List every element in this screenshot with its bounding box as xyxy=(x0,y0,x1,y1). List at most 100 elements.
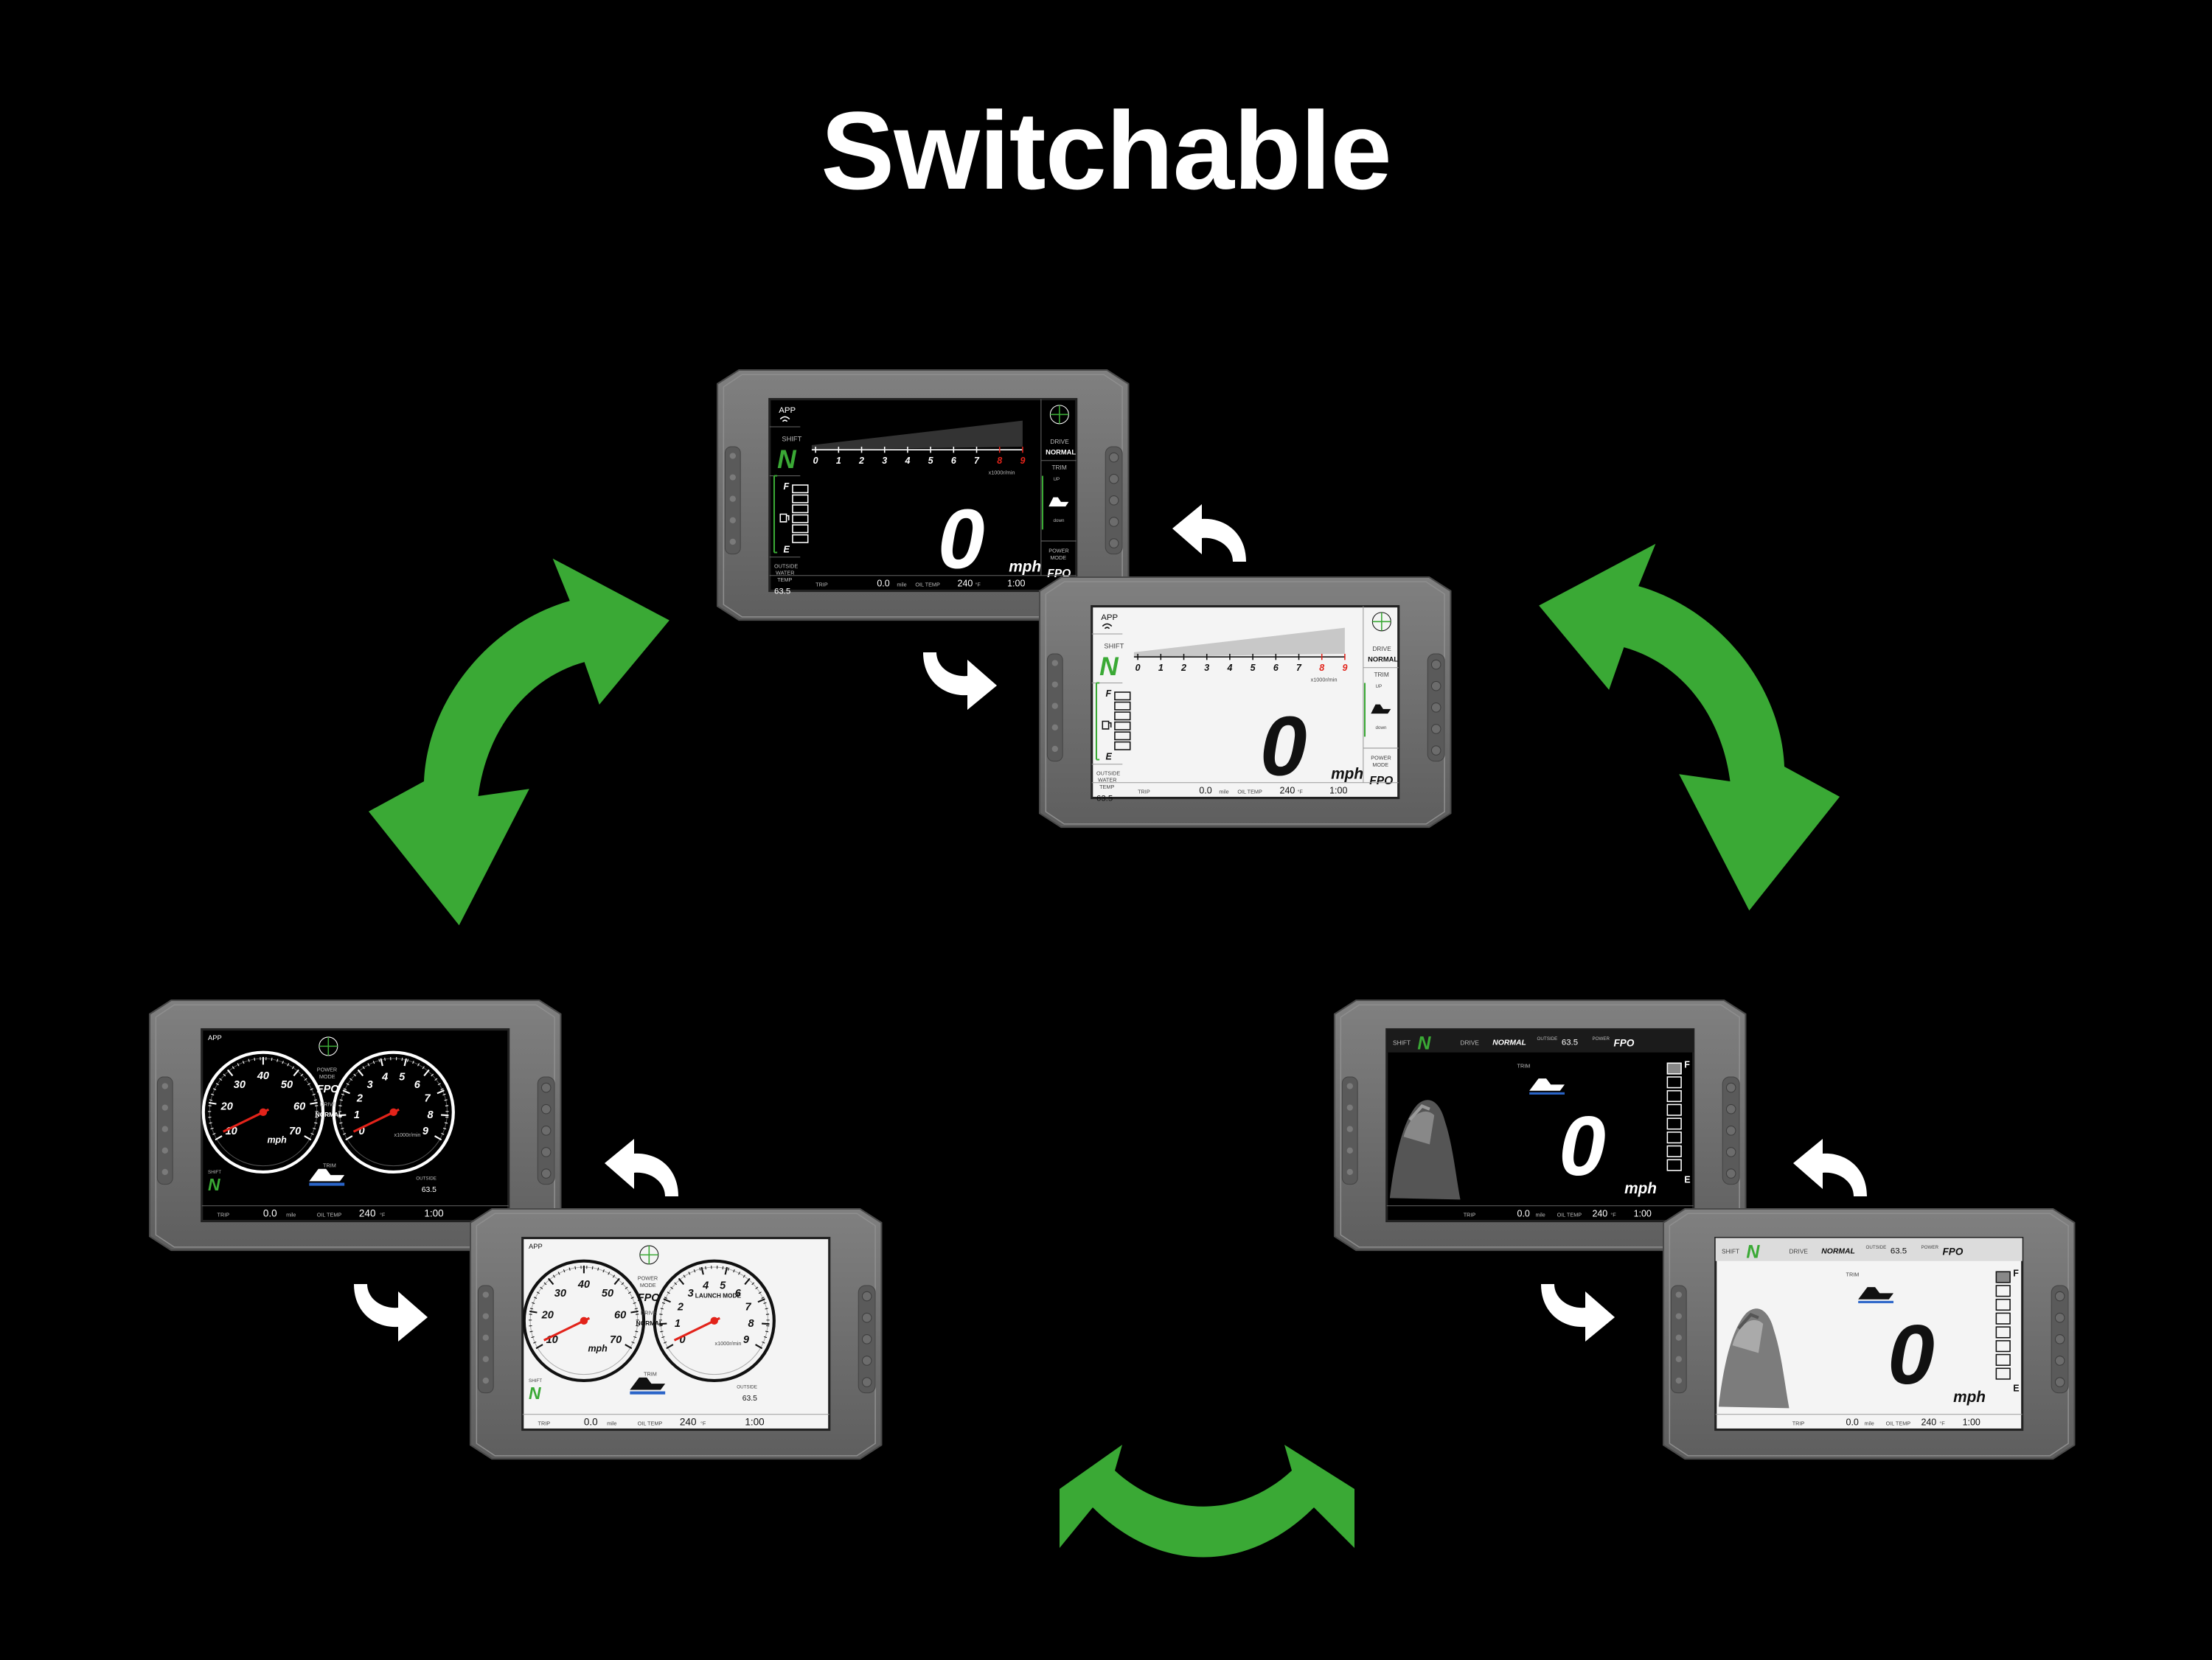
side-button xyxy=(1430,680,1441,691)
app-label: APP xyxy=(208,1034,222,1042)
dial-tick-label: 5 xyxy=(399,1071,406,1083)
dial-tick-label: 7 xyxy=(425,1092,431,1104)
screen-background xyxy=(521,1236,831,1431)
svg-text:UP: UP xyxy=(1376,684,1382,689)
trip-value: 0.0 xyxy=(584,1416,598,1427)
side-button xyxy=(1108,452,1119,463)
rpm-tick-label: 5 xyxy=(1251,663,1256,673)
screen-background xyxy=(1091,604,1400,800)
dial-tick-label: 7 xyxy=(745,1301,752,1313)
drive-label: DRIVE xyxy=(641,1310,657,1317)
watercraft-image xyxy=(1389,1100,1461,1200)
top-status-strip xyxy=(1386,1029,1694,1053)
curved-arrow-icon xyxy=(923,652,997,710)
rpm-bar xyxy=(811,420,1023,450)
dial-tick xyxy=(762,1322,770,1325)
handlebar xyxy=(1737,1313,1759,1330)
drive-label: DRIVE xyxy=(1790,1247,1809,1255)
gear-indicator: N xyxy=(777,445,797,474)
dial-tick xyxy=(338,1114,347,1117)
speed-unit: mph xyxy=(588,1343,608,1353)
side-button xyxy=(540,1103,552,1115)
rpm-tick-label: 2 xyxy=(1180,663,1186,673)
side-button xyxy=(2054,1334,2065,1345)
water-temp-value: 63.5 xyxy=(742,1395,757,1403)
dial-tick-label: 20 xyxy=(220,1101,233,1112)
dial-tick xyxy=(441,1114,449,1117)
rpm-tick-label: 6 xyxy=(1273,663,1279,673)
svg-text:MODE: MODE xyxy=(640,1282,656,1288)
fuel-icon xyxy=(1675,1313,1682,1319)
oil-temp-value: 240 xyxy=(1921,1417,1936,1427)
warning-icon xyxy=(1051,745,1058,753)
fuel-pump-icon xyxy=(1102,720,1112,730)
speed-unit: mph xyxy=(1331,766,1363,783)
power-mode-value: FPO xyxy=(317,1084,340,1095)
battery-icon xyxy=(1346,1126,1353,1132)
fuel-empty-label: E xyxy=(1105,752,1112,762)
dial-tick-label: 30 xyxy=(234,1079,246,1091)
trip-label: TRIP xyxy=(1138,788,1150,795)
fuel-bar-segment xyxy=(1114,691,1131,701)
watercraft-image xyxy=(1718,1308,1790,1409)
drive-mode-value: NORMAL xyxy=(316,1111,342,1118)
trip-value: 0.0 xyxy=(1517,1208,1530,1218)
drive-label: DRIVE xyxy=(1372,645,1391,652)
dial-tick xyxy=(658,1322,667,1325)
side-button xyxy=(1430,745,1441,756)
dial-tick-label: 8 xyxy=(748,1318,755,1330)
toggle-arrow-up-left xyxy=(605,1139,678,1196)
dial-tick-label: 2 xyxy=(677,1301,684,1313)
water-temp-value: 63.5 xyxy=(422,1186,437,1194)
dial-tick xyxy=(380,1058,383,1067)
fuel-bar-segment xyxy=(1995,1353,2011,1366)
wrench-icon xyxy=(1051,724,1058,730)
rpm-tick-label: 0 xyxy=(813,456,818,466)
speed-unit: mph xyxy=(1624,1180,1657,1197)
rpm-tick-label: 9 xyxy=(1020,456,1025,466)
cycle-arrow-right xyxy=(1539,543,1840,911)
lock-icon xyxy=(1346,1083,1353,1089)
watercraft-icon xyxy=(1529,1078,1565,1091)
toggle-arrow-down-left xyxy=(354,1284,428,1342)
fuel-icon xyxy=(482,1313,489,1319)
svg-text:MODE: MODE xyxy=(1050,554,1066,561)
battery-icon xyxy=(482,1334,489,1341)
watercraft-icon xyxy=(1048,497,1069,507)
water-temp-label: OUTSIDE xyxy=(416,1176,437,1181)
side-button xyxy=(2054,1377,2065,1387)
side-button xyxy=(2054,1312,2065,1323)
water-temp-label: OUTSIDE xyxy=(737,1384,757,1389)
side-button xyxy=(1430,702,1441,713)
power-mode-label: POWER xyxy=(1921,1245,1938,1250)
side-button xyxy=(1725,1168,1736,1179)
oil-temp-unit: °F xyxy=(700,1420,706,1426)
cycle-arrow-left xyxy=(368,558,669,926)
fuel-bar-segment xyxy=(1995,1367,2011,1380)
launch-mode-label: LAUNCH MODE xyxy=(695,1292,742,1300)
battery-icon xyxy=(1675,1334,1682,1341)
dial-tick-label: 2 xyxy=(356,1092,363,1104)
speed-dial xyxy=(201,1050,325,1174)
app-label: APP xyxy=(529,1243,543,1250)
dial-tick xyxy=(757,1298,765,1303)
speed-unit: mph xyxy=(1953,1389,1986,1406)
trip-label: TRIP xyxy=(538,1420,551,1426)
side-button xyxy=(1108,517,1119,527)
side-button xyxy=(1725,1126,1736,1136)
dial-tick-label: 0 xyxy=(358,1126,364,1137)
fuel-bar-segment xyxy=(1995,1326,2011,1339)
svg-text:down: down xyxy=(1376,725,1387,730)
dial-tick-label: 30 xyxy=(554,1288,566,1300)
dial-tick-label: 4 xyxy=(381,1071,388,1083)
trip-unit: mile xyxy=(286,1211,296,1218)
svg-text:TEMP: TEMP xyxy=(777,576,792,583)
shift-label: SHIFT xyxy=(782,436,801,443)
power-mode-label: POWER xyxy=(1592,1036,1610,1042)
page-title: Switchable xyxy=(821,88,1392,212)
fuel-bar-segment xyxy=(1995,1271,2011,1283)
rpm-bar xyxy=(1133,627,1345,658)
